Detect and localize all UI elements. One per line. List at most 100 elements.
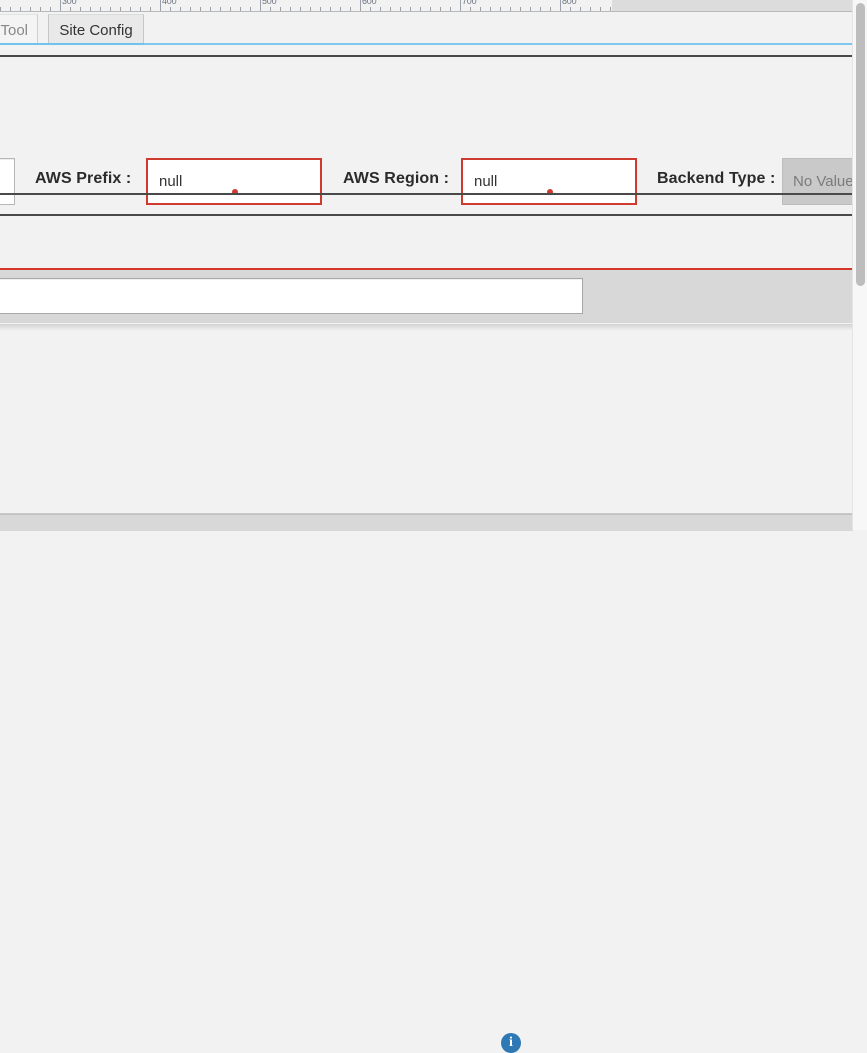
ruler-tick [350,7,351,11]
ruler-tick [30,7,31,11]
section-divider-error [0,268,853,270]
aws-prefix-input[interactable]: null [146,158,322,205]
ruler-tick [480,7,481,11]
ruler-tick [80,7,81,11]
aws-region-label: AWS Region : [343,170,450,187]
ruler-tick [240,7,241,11]
ruler-tick [270,7,271,11]
ruler-baseline [0,11,853,12]
vertical-scrollbar-thumb[interactable] [856,3,865,286]
section-divider-top [0,55,853,57]
ruler-tick [180,7,181,11]
input-band [0,270,853,323]
tab-bar-underline [0,43,853,45]
ruler-tick [530,7,531,11]
tab-label: Site Config [59,21,133,39]
footer-separator [0,513,853,514]
tab-label: y Tool [0,21,28,39]
ruler-tick [490,7,491,11]
vertical-scrollbar-track[interactable] [852,0,867,530]
ruler-tick [210,7,211,11]
aws-region-required-dot-icon [547,189,553,195]
band-text-input[interactable] [0,278,583,314]
ruler-tick [520,7,521,11]
ruler-tick [290,7,291,11]
ruler-tick [160,0,161,11]
ruler-tick [150,7,151,11]
ruler-tick-label: 300 [62,0,77,6]
ruler-tick [170,7,171,11]
ruler-tick [460,0,461,11]
ruler-tick [40,7,41,11]
ruler-tick [450,7,451,11]
info-icon[interactable]: i [501,1033,521,1053]
ruler-tick [390,7,391,11]
ruler-tick-label: 500 [262,0,277,6]
ruler-tick [230,7,231,11]
ruler-tick [90,7,91,11]
ruler-tick [200,7,201,11]
tab-truncated-left[interactable]: y Tool [0,14,38,45]
ruler-tick [70,7,71,11]
ruler-tick [500,7,501,11]
aws-region-value: null [474,173,498,190]
ruler-tick [570,7,571,11]
ruler-tick [280,7,281,11]
ruler-tick [440,7,441,11]
site-config-panel: AWS Prefix : null AWS Region : null Back… [0,45,867,530]
ruler-tick [60,0,61,11]
ruler-tick [600,7,601,11]
aws-prefix-value: null [159,173,183,190]
aws-region-input[interactable]: null [461,158,637,205]
ruler-tick [0,7,1,11]
section-divider-middle-a [0,193,853,195]
ruler-tick [540,7,541,11]
ruler-tick [260,0,261,11]
ruler-tick [420,7,421,11]
footer-bar: i [0,514,853,1053]
ruler-tick [410,7,411,11]
ruler-tick [120,7,121,11]
ruler-tick [470,7,471,11]
ruler-tick [190,7,191,11]
ruler-tick [250,7,251,11]
ruler-tick [510,7,511,11]
ruler-tick-label: 400 [162,0,177,6]
ruler-tick [580,7,581,11]
ruler-tick [590,7,591,11]
ruler-tick [610,7,611,11]
config-form-row: AWS Prefix : null AWS Region : null Back… [0,158,867,208]
tab-bar-underline-active [0,43,144,45]
ruler-tick [140,7,141,11]
ruler-tick [220,7,221,11]
ruler-tick [50,7,51,11]
ruler-tick [430,7,431,11]
horizontal-ruler: 300 400 500 600 700 800 [0,0,612,12]
ruler-right-padding [612,0,853,12]
ruler-tick-label: 800 [562,0,577,6]
aws-prefix-required-dot-icon [232,189,238,195]
ruler-tick [330,7,331,11]
ruler-tick [130,7,131,11]
band-shadow [0,324,853,331]
tab-bar: y Tool Site Config [0,12,853,45]
ruler-tick-label: 700 [462,0,477,6]
field-truncated-left-input[interactable] [0,158,15,205]
ruler-tick [320,7,321,11]
ruler-tick [10,7,11,11]
info-icon-glyph: i [509,1035,513,1050]
ruler-tick [310,7,311,11]
ruler-tick [20,7,21,11]
tab-site-config[interactable]: Site Config [48,14,144,45]
ruler-tick [560,0,561,11]
aws-prefix-label: AWS Prefix : [35,170,132,187]
ruler-tick [360,0,361,11]
ruler-tick [100,7,101,11]
ruler-tick [550,7,551,11]
ruler-tick-label: 600 [362,0,377,6]
backend-type-value: No Value [793,173,854,190]
backend-type-label: Backend Type : [657,170,776,187]
ruler-tick [110,7,111,11]
section-divider-middle-b [0,214,853,216]
ruler-tick [340,7,341,11]
